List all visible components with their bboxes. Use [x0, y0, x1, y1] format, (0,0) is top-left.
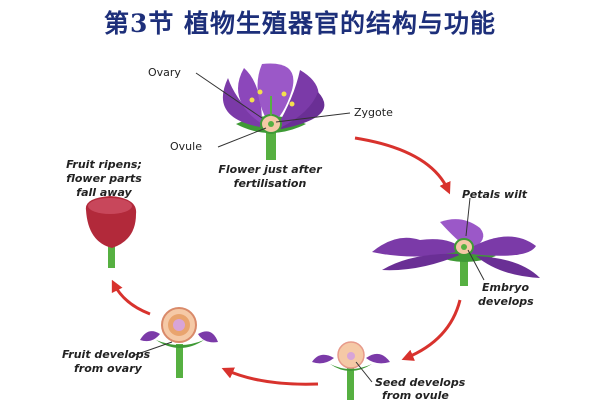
flower3-stem [347, 366, 354, 400]
flower1-petal-left [222, 78, 266, 128]
flower4-sepals [156, 340, 204, 348]
label-flower-after-1: Flower just after [218, 163, 322, 176]
flower1-anther [257, 89, 263, 95]
flower1-petal-center [257, 63, 294, 126]
flower3-sepals [330, 364, 372, 371]
label-seed-1: Seed develops [375, 376, 466, 389]
flower1-anther [249, 97, 255, 103]
label-fruit-ripens-3: fall away [76, 186, 132, 199]
cycle-arrow-2 [401, 299, 462, 361]
seed-leader-line [355, 361, 373, 383]
cycle-arrow-4 [111, 279, 151, 316]
flower2-embryo [461, 244, 467, 250]
page-title: 第3节 植物生殖器官的结构与功能 [103, 9, 497, 38]
flower3-petal-right [366, 353, 390, 364]
zygote-leader-line [275, 112, 351, 123]
flower3-seed [347, 352, 355, 360]
label-fruit-ripens-2: flower parts [66, 172, 142, 185]
ripe-fruit-highlight [88, 198, 132, 214]
flower4-stem [176, 344, 183, 378]
embryo-leader-line [467, 249, 485, 281]
ovule-leader-line [217, 127, 267, 148]
cycle-arrow-1 [354, 136, 451, 195]
flower2-stem [460, 260, 468, 286]
label-embryo-2: develops [478, 295, 534, 308]
label-seed-2: from ovule [382, 389, 449, 400]
flower1-anther [289, 101, 295, 107]
ripe-fruit-stem [108, 244, 115, 268]
flower2-petal-right [470, 236, 536, 256]
flower1-zygote [268, 121, 274, 127]
flower4-seed [173, 319, 185, 331]
flower2-petal-left [372, 237, 464, 257]
flower-fruit-develops [140, 307, 218, 378]
label-fruit-develops-2: from ovary [74, 362, 143, 375]
label-ovule: Ovule [170, 140, 202, 153]
flower1-petal-left-inner [238, 68, 262, 124]
label-zygote: Zygote [354, 106, 393, 119]
label-fruit-ripens-1: Fruit ripens; [66, 158, 142, 171]
cycle-arrow-3 [221, 367, 319, 386]
flower3-petal-left [312, 354, 334, 364]
label-ovary: Ovary [148, 66, 181, 79]
petals-wilt-leader-line [465, 197, 471, 237]
flower-petals-wilt [372, 219, 540, 286]
fruit-develops-leader-line [131, 341, 173, 357]
flower4-petal-right [198, 331, 218, 343]
label-petals-wilt: Petals wilt [462, 188, 528, 201]
flower-seed-develops [312, 341, 390, 400]
ripe-fruit [85, 196, 137, 268]
ovary-leader-line [195, 72, 263, 119]
flower2-petal-lower-left [382, 253, 462, 271]
flower1-anther [281, 91, 287, 97]
flower1-stem [266, 128, 276, 160]
flower1-petal-right-outer [276, 92, 325, 130]
label-embryo-1: Embryo [482, 281, 529, 294]
label-flower-after-2: fertilisation [234, 177, 307, 190]
label-fruit-develops-1: Fruit develops [62, 348, 151, 361]
flower-after-fertilisation [222, 63, 325, 160]
flower4-petal-left [140, 331, 160, 342]
flower2-petal-lower-right [476, 256, 540, 278]
